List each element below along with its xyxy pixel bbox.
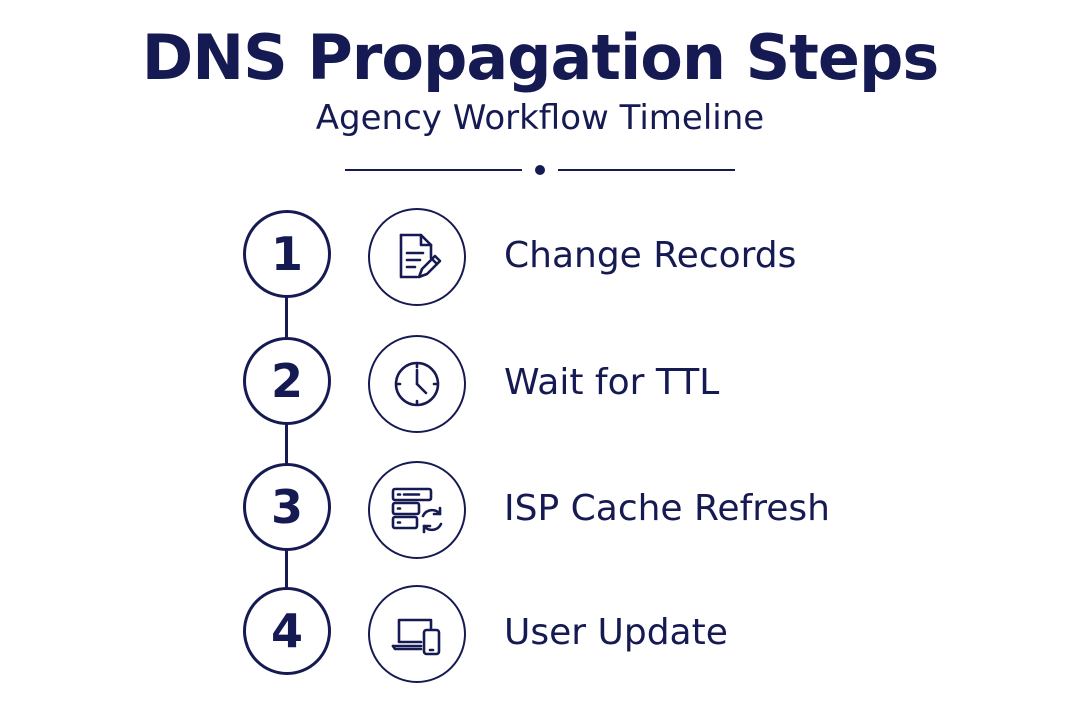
step-wait-for-ttl: 2 Wait for TTL xyxy=(0,335,1080,433)
step-icon-badge xyxy=(368,208,466,306)
laptop-phone-icon xyxy=(391,618,441,656)
clock-icon xyxy=(394,361,440,407)
timeline-connector xyxy=(285,290,288,590)
title-divider xyxy=(345,165,735,175)
step-label: User Update xyxy=(504,612,728,653)
page-title: DNS Propagation Steps xyxy=(141,21,939,94)
step-number-badge: 2 xyxy=(243,337,331,425)
step-isp-cache-refresh: 3 ISP Cache Refresh xyxy=(0,461,1080,559)
document-edit-icon xyxy=(399,233,442,279)
step-number-badge: 4 xyxy=(243,587,331,675)
step-number-badge: 1 xyxy=(243,210,331,298)
step-label: Wait for TTL xyxy=(504,362,720,403)
page-subtitle: Agency Workflow Timeline xyxy=(315,98,765,138)
step-label: ISP Cache Refresh xyxy=(504,488,830,529)
step-number-badge: 3 xyxy=(243,463,331,551)
step-user-update: 4 User Update xyxy=(0,585,1080,683)
step-icon-badge xyxy=(368,335,466,433)
step-icon-badge xyxy=(368,585,466,683)
step-label: Change Records xyxy=(504,235,797,276)
step-change-records: 1 Change Records xyxy=(0,208,1080,306)
server-refresh-icon xyxy=(391,487,443,534)
step-icon-badge xyxy=(368,461,466,559)
